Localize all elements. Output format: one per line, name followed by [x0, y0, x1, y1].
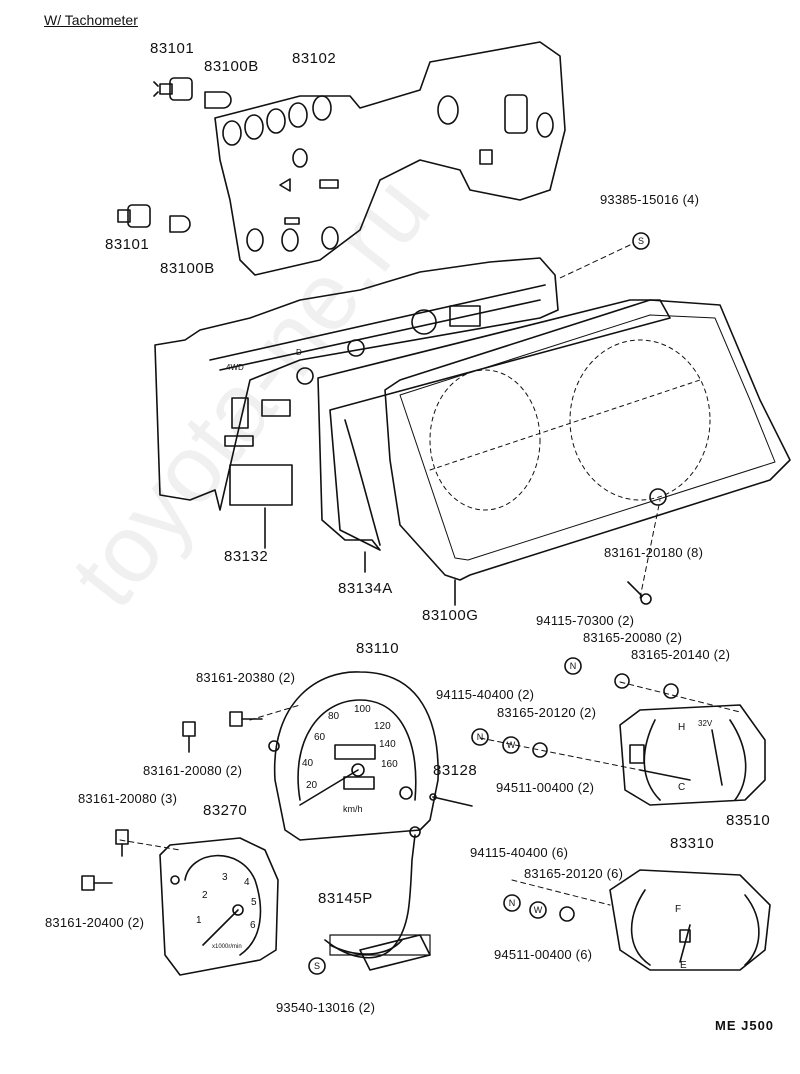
label-93385-15016: 93385-15016 (4): [600, 192, 700, 207]
case-83132: [154, 257, 559, 549]
tacho-unit: x1000r/min: [212, 944, 242, 950]
label-83270: 83270: [203, 802, 248, 819]
symbol-s: S: [638, 236, 644, 246]
label-93540-13016: 93540-13016 (2): [276, 1000, 376, 1015]
label-83132: 83132: [224, 548, 269, 565]
temp-mark-volt: 32V: [698, 719, 713, 728]
temp-gauge-83510: [619, 704, 766, 806]
label-83161-20080-3: 83161-20080 (3): [78, 791, 178, 806]
label-83161-20080-2: 83161-20080 (2): [143, 763, 243, 778]
terminal-83165-20120-6: [559, 906, 575, 922]
label-83102: 83102: [292, 50, 337, 67]
screw-83161-20180: [627, 581, 652, 605]
label-83161-20400: 83161-20400 (2): [45, 915, 145, 930]
label-83134a: 83134A: [338, 580, 393, 597]
label-83510: 83510: [726, 812, 771, 829]
nut-n-94115-40400-6: [503, 894, 521, 912]
label-94115-40400-2: 94115-40400 (2): [436, 687, 535, 702]
washer-s-93540: [308, 957, 326, 975]
fuel-mark-e: E: [680, 960, 687, 971]
terminal-83165-20140: [663, 683, 679, 699]
symbol-s: S: [314, 961, 320, 971]
label-83110: 83110: [356, 640, 400, 657]
speedo-number: 80: [328, 711, 340, 722]
label-83100g: 83100G: [422, 607, 479, 624]
label-83161-20380: 83161-20380 (2): [196, 670, 296, 685]
label-94511-00400-6: 94511-00400 (6): [494, 947, 593, 962]
panel-4wd-text: 4WD: [226, 363, 244, 372]
speedometer-83110: [268, 671, 439, 841]
temp-mark-c: C: [678, 782, 685, 793]
tacho-number: 6: [250, 920, 256, 931]
glass-83100g: [384, 299, 791, 606]
label-83165-20120-6: 83165-20120 (6): [524, 866, 624, 881]
temp-mark-h: H: [678, 722, 685, 733]
speedo-number: 60: [314, 732, 326, 743]
label-83101-bottom: 83101: [105, 236, 150, 253]
symbol-w: W: [534, 905, 543, 915]
printed-circuit-83102: [214, 41, 566, 276]
label-83165-20120-2: 83165-20120 (2): [497, 705, 597, 720]
plate-83134a: [317, 299, 671, 573]
washer-s-93385: [632, 232, 650, 250]
tacho-number: 3: [222, 872, 228, 883]
socket-83101-top: [153, 77, 193, 101]
speedo-number: 120: [374, 721, 391, 732]
washer-w-94511-2: [502, 736, 520, 754]
label-83100b-top: 83100B: [204, 58, 259, 75]
tacho-number: 2: [202, 890, 208, 901]
speedo-number: 160: [381, 759, 398, 770]
bulb-83100b-bottom: [169, 215, 191, 233]
label-83145p: 83145P: [318, 890, 373, 907]
label-83165-20140: 83165-20140 (2): [631, 647, 731, 662]
label-83101-top: 83101: [150, 40, 195, 57]
fuel-mark-f: F: [675, 904, 681, 915]
label-83165-20080: 83165-20080 (2): [583, 630, 683, 645]
bulb-83100b-top: [204, 91, 232, 109]
washer-w-94511-6: [529, 901, 547, 919]
speedo-number: 140: [379, 739, 396, 750]
cable-83128: [429, 793, 473, 807]
symbol-n: N: [477, 732, 484, 742]
label-83161-20180: 83161-20180 (8): [604, 545, 704, 560]
screw-83161-20080-2: [182, 721, 196, 753]
label-94115-40400-6: 94115-40400 (6): [470, 845, 569, 860]
screw-83161-20380: [229, 711, 263, 727]
speedo-number: 40: [302, 758, 314, 769]
fuel-gauge-83310: [609, 869, 771, 971]
tacho-number: 4: [244, 877, 250, 888]
label-94115-70300: 94115-70300 (2): [536, 613, 635, 628]
symbol-w: W: [507, 740, 516, 750]
terminal-83165-20120-2: [532, 742, 548, 758]
wire-harness-83145p: [324, 826, 431, 971]
label-83128: 83128: [433, 762, 478, 779]
nut-n-94115-70300: [564, 657, 582, 675]
speedo-unit: km/h: [343, 804, 363, 814]
label-94511-00400-2: 94511-00400 (2): [496, 780, 595, 795]
socket-83101-bottom: [117, 204, 151, 228]
nut-n-94115-40400-2: [471, 728, 489, 746]
symbol-n: N: [509, 898, 516, 908]
tacho-number: 1: [196, 915, 202, 926]
label-83100b-bottom: 83100B: [160, 260, 215, 277]
label-83310: 83310: [670, 835, 715, 852]
symbol-n: N: [570, 661, 577, 671]
screw-83161-20400: [81, 875, 113, 891]
terminal-83165-20080: [614, 673, 630, 689]
speedo-number: 100: [354, 704, 371, 715]
tacho-number: 5: [251, 897, 257, 908]
diagram-header: W/ Tachometer: [44, 12, 138, 28]
panel-d-text: D: [296, 348, 302, 357]
screw-83161-20080-3: [115, 829, 129, 857]
diagram-code: ME J500: [715, 1018, 775, 1033]
speedo-number: 20: [306, 780, 318, 791]
tachometer-83270: [159, 837, 279, 976]
